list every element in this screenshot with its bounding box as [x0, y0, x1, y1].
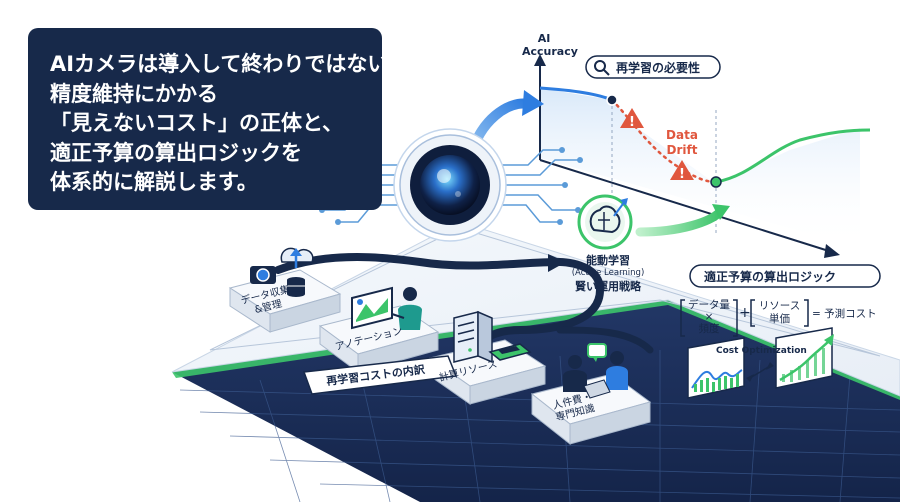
camera-icon — [317, 128, 583, 242]
recovery-line — [715, 128, 871, 184]
search-icon — [594, 60, 606, 72]
warning-icon: ! — [620, 108, 644, 130]
y-axis-label: AI Accuracy — [522, 32, 578, 58]
cost-optimization-dashboard — [687, 327, 834, 399]
cost-optimization-label: Cost Optimization — [716, 346, 807, 356]
active-learning-label: 能動学習 (Active Learning) 賢い運用戦略 — [571, 254, 645, 293]
formula-plus: + — [739, 305, 751, 321]
headline-line: 体系的に解説します。 — [50, 170, 258, 194]
breakdown-banner — [302, 355, 458, 395]
headline-line: 適正予算の算出ロジックを — [50, 140, 302, 165]
annotation-icon — [351, 286, 422, 330]
cost-logic — [680, 264, 881, 337]
cost-logic-title: 適正予算の算出ロジック — [704, 270, 837, 284]
headline-line: 「見えないコスト」の正体と、 — [50, 111, 344, 135]
headline-line: 精度維持にかかる — [50, 81, 218, 106]
headline-line: AIカメラは導入して終わりではない。 — [50, 52, 410, 76]
data-collection-icon — [250, 247, 314, 297]
formula-result: = 予測コスト — [812, 308, 877, 320]
headline-callout: AIカメラは導入して終わりではない。 精度維持にかかる 「見えないコスト」の正体… — [28, 28, 410, 210]
arrow-active-learning — [635, 207, 725, 237]
people-icon — [563, 343, 628, 399]
retraining-badge-label: 再学習の必要性 — [616, 61, 701, 75]
formula-term-data-frequency: データ量 × 頻度 — [688, 299, 730, 335]
data-drift-label: Data Drift — [666, 128, 698, 157]
flow-path — [274, 253, 604, 366]
server-icon — [453, 310, 532, 364]
svg-text:!: ! — [629, 115, 635, 130]
formula-term-resource-price: リソース 単価 — [758, 300, 801, 325]
svg-text:!: ! — [679, 167, 685, 182]
warning-icon: ! — [670, 160, 694, 182]
brain-icon — [577, 194, 633, 250]
